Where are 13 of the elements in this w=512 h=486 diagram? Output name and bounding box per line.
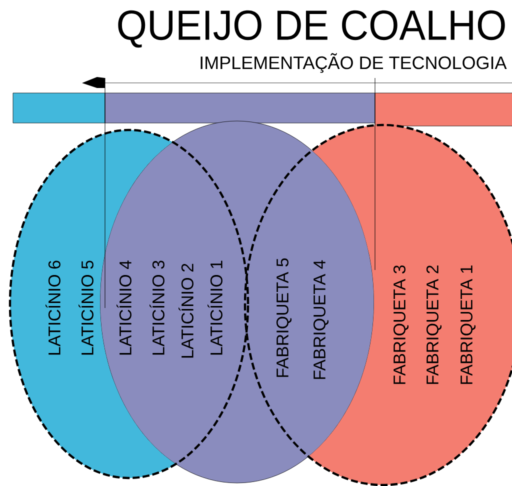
node-label: FABRIQUETA 4 xyxy=(313,260,329,379)
node-label: FABRIQUETA 2 xyxy=(426,266,442,384)
node-label: LATICÍNIO 2 xyxy=(178,264,194,358)
subtitle: IMPLEMENTAÇÃO DE TECNOLOGIA xyxy=(200,53,507,73)
node-label: LATICÍNIO 5 xyxy=(78,260,94,355)
node-label: FABRIQUETA 5 xyxy=(276,258,292,377)
node-label: LATICÍNIO 3 xyxy=(150,260,164,355)
node-label: LATICÍNIO 6 xyxy=(46,260,60,355)
node-label: LATICÍNIO 4 xyxy=(116,260,132,355)
node-label: LATICÍNIO 1 xyxy=(208,260,222,355)
node-label: FABRIQUETA 1 xyxy=(460,266,476,384)
node-label: FABRIQUETA 3 xyxy=(393,265,409,384)
title: QUEIJO DE COALHO xyxy=(118,10,505,48)
